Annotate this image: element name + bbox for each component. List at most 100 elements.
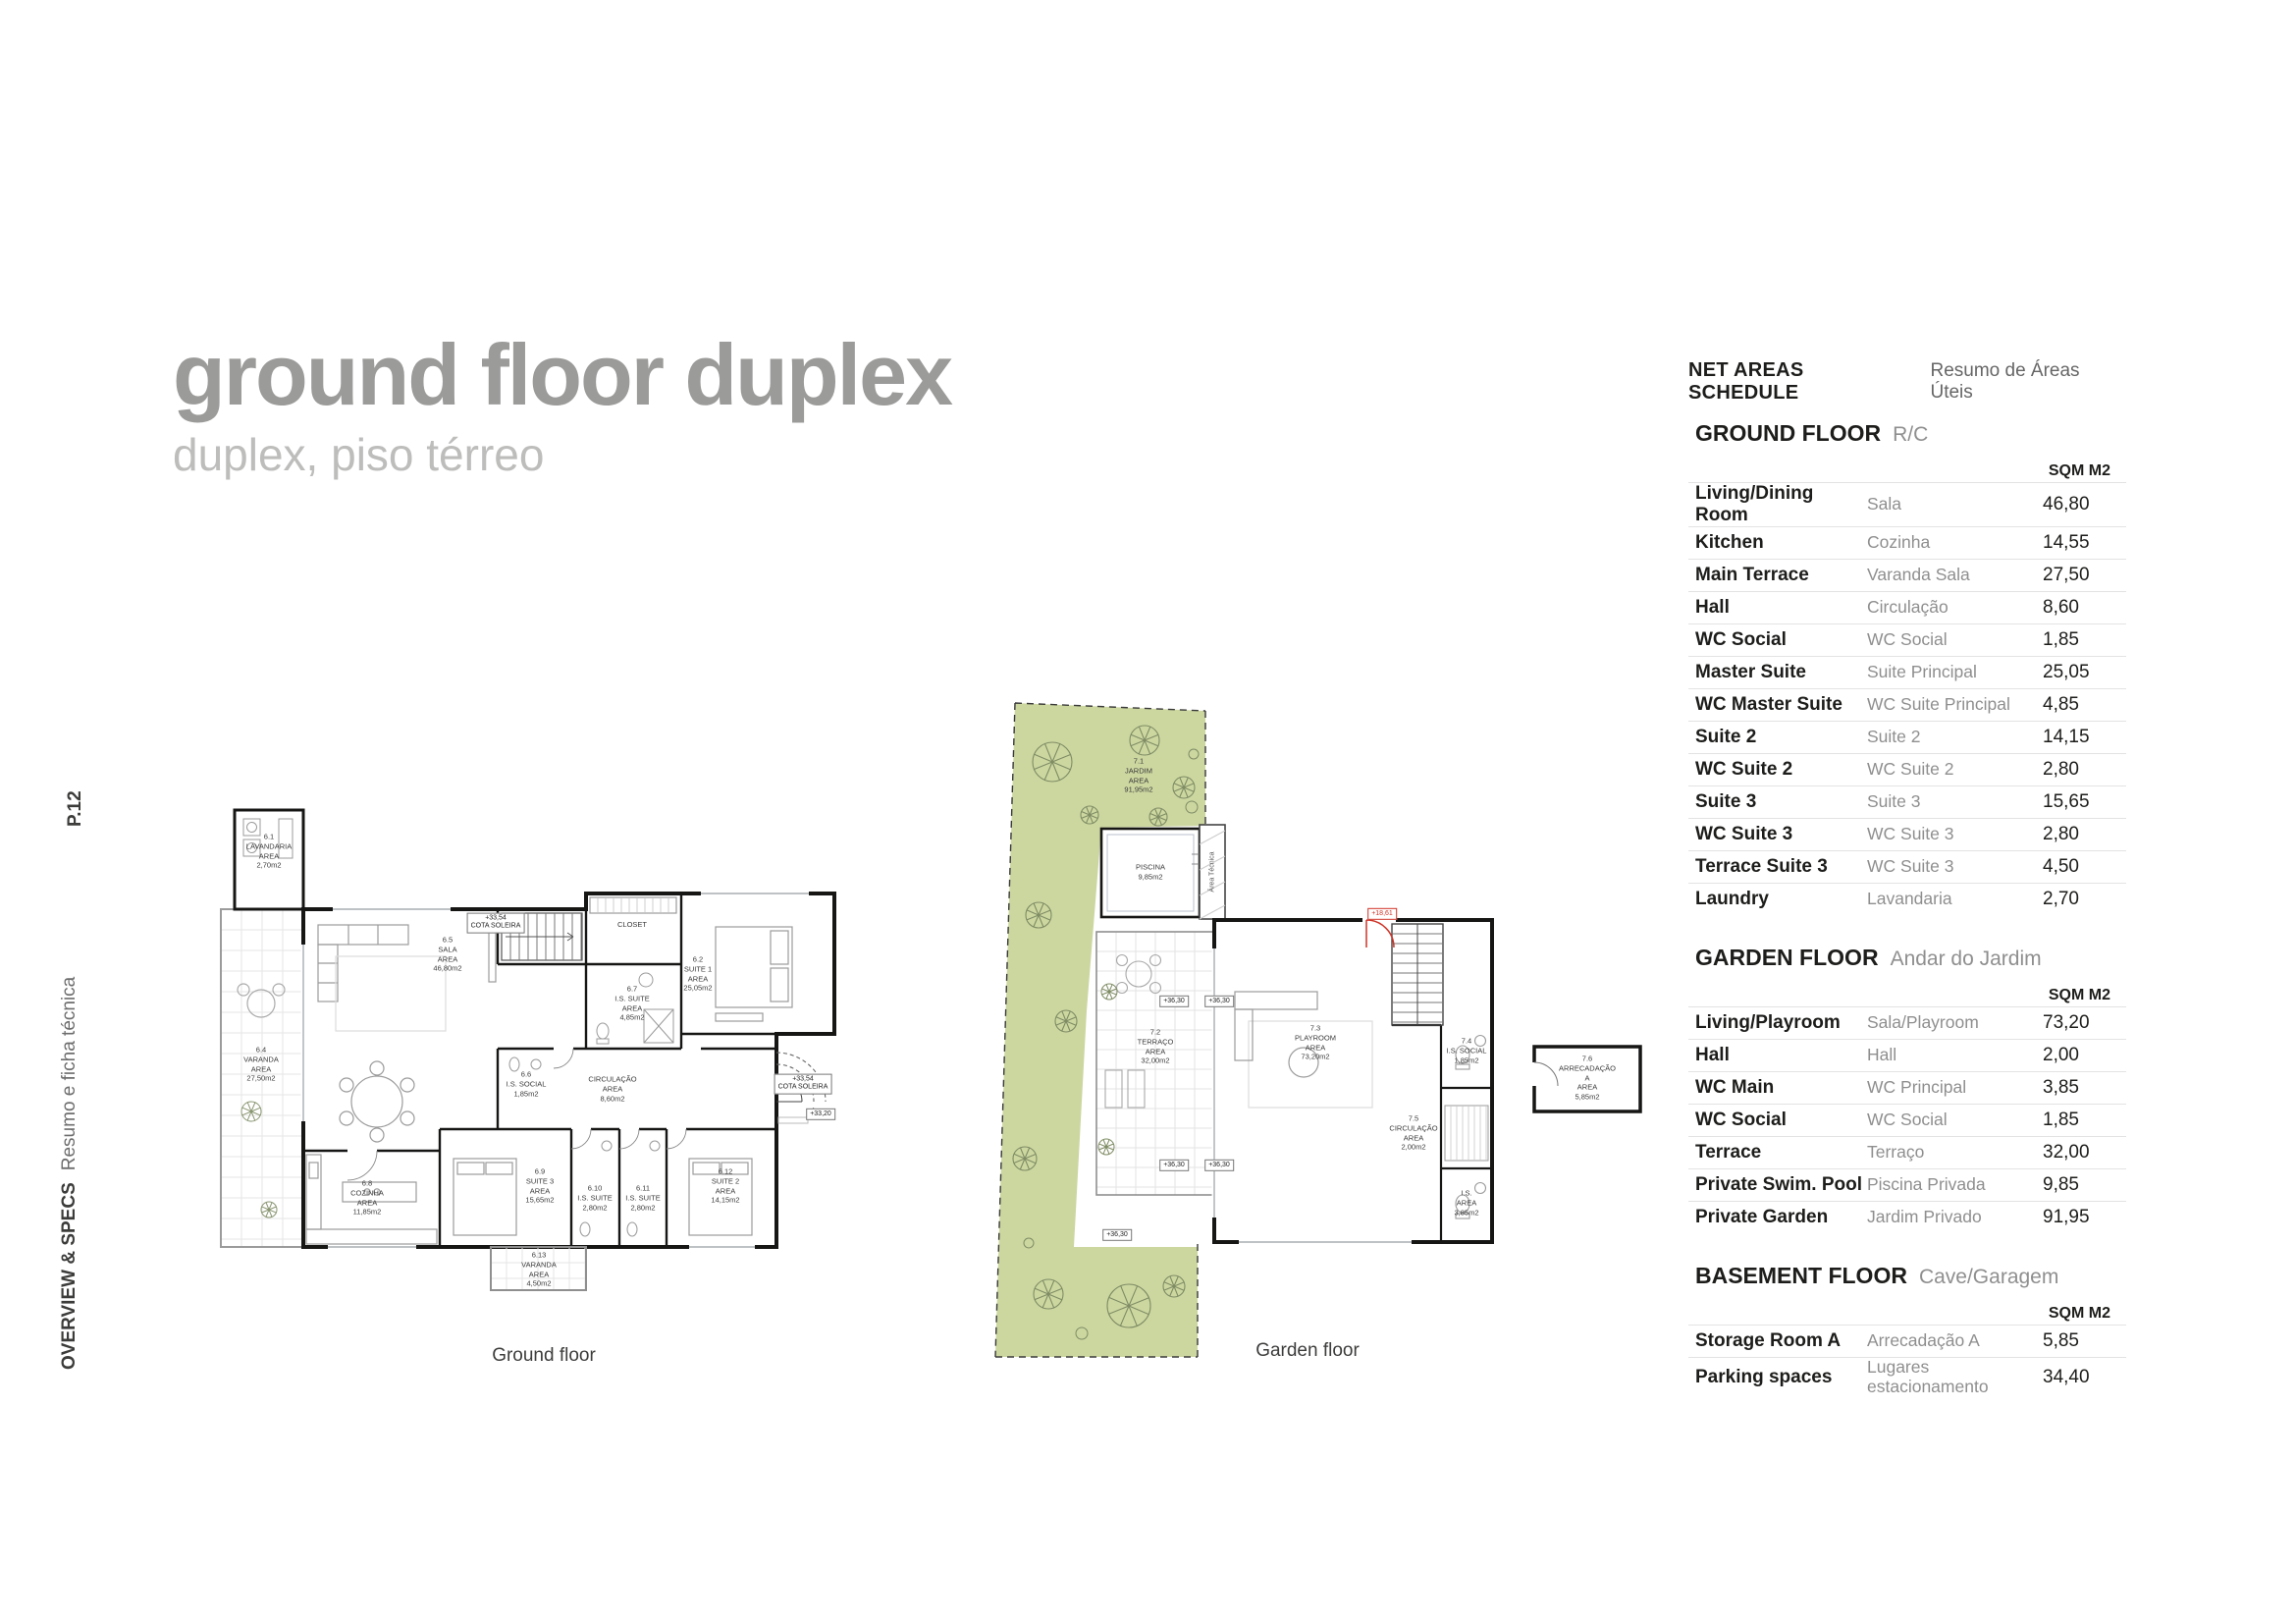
room-name-pt: WC Suite Principal [1867, 694, 2010, 715]
room-area: 9,85 [2043, 1174, 2079, 1195]
room-name-en: Terrace Suite 3 [1695, 856, 1828, 877]
section-subtitle: R/C [1893, 423, 1929, 446]
room-name-pt: WC Suite 3 [1867, 856, 1954, 877]
room-name-pt: Varanda Sala [1867, 565, 1970, 585]
table-row: Suite 3 Suite 3 15,65 [1688, 785, 2126, 818]
sqm-header: SQM M2 [2048, 987, 2110, 1003]
room-name-pt: Suite 3 [1867, 791, 1921, 812]
room-name-en: Laundry [1695, 889, 1769, 909]
room-area: 91,95 [2043, 1207, 2090, 1227]
room-name-pt: Piscina Privada [1867, 1174, 1986, 1195]
room-name-pt: Suite Principal [1867, 662, 1977, 682]
section-header: GARDEN FLOOR Andar do Jardim [1695, 945, 2126, 971]
room-name-pt: WC Suite 3 [1867, 824, 1954, 844]
table-row: Suite 2 Suite 2 14,15 [1688, 721, 2126, 753]
room-name-pt: Suite 2 [1867, 727, 1921, 747]
room-name-en: WC Social [1695, 629, 1787, 650]
table-row: Living/Dining Room Sala 46,80 [1688, 482, 2126, 526]
room-area: 1,85 [2043, 629, 2079, 650]
schedule-subtitle: Resumo de Áreas Úteis [1930, 360, 2080, 403]
room-name-pt: WC Principal [1867, 1077, 1967, 1098]
sidebar-label-pt: Resumo e ficha técnica [59, 976, 80, 1171]
room-name-en: Hall [1695, 1045, 1730, 1065]
page-title: ground floor duplex [173, 326, 953, 423]
room-name-en: Terrace [1695, 1142, 1762, 1163]
room-name-en: Master Suite [1695, 662, 1806, 682]
section-header: GROUND FLOOR R/C [1695, 420, 2126, 447]
page-subtitle: duplex, piso térreo [173, 429, 545, 480]
room-name-en: Private Garden [1695, 1207, 1829, 1227]
room-name-pt: WC Social [1867, 1110, 1948, 1130]
table-row: Main Terrace Varanda Sala 27,50 [1688, 559, 2126, 591]
room-name-en: WC Social [1695, 1110, 1787, 1130]
sidebar-label-en: OVERVIEW & SPECS [59, 1182, 80, 1370]
room-name-pt: Arrecadação A [1867, 1330, 1980, 1351]
page-number: P.12 [65, 790, 85, 827]
net-areas-schedule: NET AREAS SCHEDULE Resumo de Áreas Úteis… [1688, 359, 2126, 1396]
room-name-en: Living/Dining Room [1695, 483, 1814, 525]
room-name-en: Main Terrace [1695, 565, 1809, 585]
section-subtitle: Andar do Jardim [1890, 947, 2042, 970]
room-area: 1,85 [2043, 1110, 2079, 1130]
room-area: 27,50 [2043, 565, 2090, 585]
room-area: 5,85 [2043, 1330, 2079, 1351]
room-name-en: Suite 2 [1695, 727, 1757, 747]
room-area: 3,85 [2043, 1077, 2079, 1098]
room-name-en: Kitchen [1695, 532, 1764, 553]
schedule-header: NET AREAS SCHEDULE Resumo de Áreas Úteis [1688, 359, 2126, 405]
table-row: Storage Room A Arrecadação A 5,85 [1688, 1325, 2126, 1357]
room-name-pt: Sala [1867, 494, 1902, 514]
room-name-en: Hall [1695, 597, 1730, 618]
room-name-pt: Circulação [1867, 597, 1949, 618]
section-title: GARDEN FLOOR [1695, 945, 1879, 970]
room-area: 4,85 [2043, 694, 2079, 715]
room-name-en: Parking spaces [1695, 1366, 1833, 1387]
garden-floor-caption: Garden floor [1255, 1340, 1360, 1361]
room-name-en: WC Suite 2 [1695, 759, 1793, 780]
room-area: 2,80 [2043, 824, 2079, 844]
room-name-pt: Cozinha [1867, 532, 1931, 553]
room-name-pt: Terraço [1867, 1142, 1925, 1163]
room-area: 73,20 [2043, 1012, 2090, 1033]
room-area: 15,65 [2043, 791, 2090, 812]
room-name-en: Living/Playroom [1695, 1012, 1841, 1033]
room-area: 4,50 [2043, 856, 2079, 877]
room-area: 14,55 [2043, 532, 2090, 553]
room-area: 46,80 [2043, 494, 2090, 514]
sqm-header: SQM M2 [2048, 462, 2110, 479]
room-area: 2,70 [2043, 889, 2079, 909]
room-area: 8,60 [2043, 597, 2079, 618]
room-area: 2,80 [2043, 759, 2079, 780]
table-row: WC Social WC Social 1,85 [1688, 1104, 2126, 1136]
room-area: 14,15 [2043, 727, 2090, 747]
title-block: ground floor duplex duplex, piso térreo [173, 326, 953, 481]
garden-floor-drawing [994, 702, 1642, 1358]
room-name-pt: WC Social [1867, 629, 1948, 650]
room-name-pt: Lavandaria [1867, 889, 1952, 909]
section-title: GROUND FLOOR [1695, 420, 1882, 446]
room-name-en: Storage Room A [1695, 1330, 1842, 1351]
room-name-en: Private Swim. Pool [1695, 1174, 1862, 1195]
section-subtitle: Cave/Garagem [1918, 1266, 2059, 1288]
room-area: 34,40 [2043, 1366, 2090, 1387]
table-row: Laundry Lavandaria 2,70 [1688, 883, 2126, 915]
table-row: Terrace Suite 3 WC Suite 3 4,50 [1688, 850, 2126, 883]
room-area: 25,05 [2043, 662, 2090, 682]
table-row: Kitchen Cozinha 14,55 [1688, 526, 2126, 559]
room-name-en: Suite 3 [1695, 791, 1757, 812]
